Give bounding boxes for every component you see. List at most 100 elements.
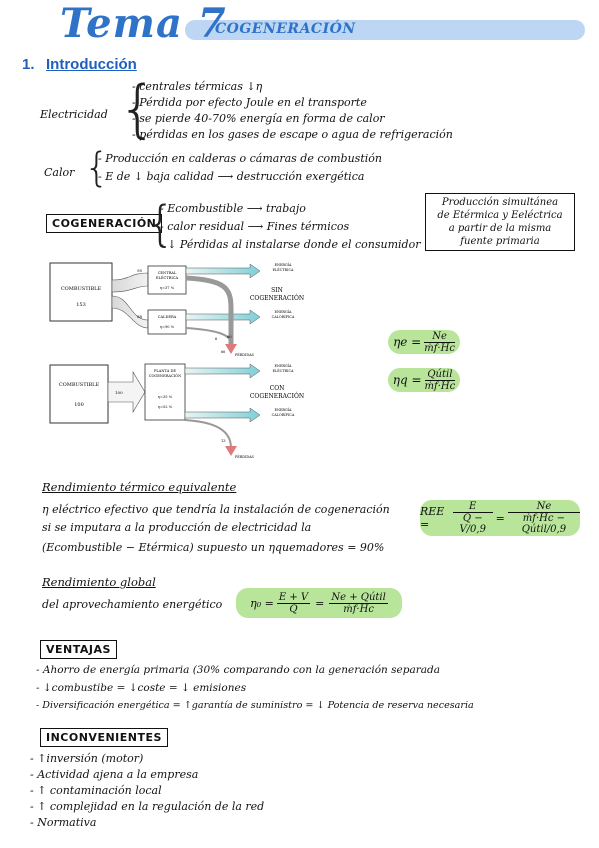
diagram-sin-cogeneracion: COMBUSTIBLE 153 95 58 CENTRAL ELÉCTRICA … <box>49 262 304 357</box>
out-heat: ENERGÍA <box>275 407 293 412</box>
ree-line: (Ecombustible − Etérmica) supuesto un ηq… <box>42 541 385 554</box>
loss-bottom: 6 <box>215 337 218 341</box>
global-heading: Rendimiento global <box>42 575 156 589</box>
inconvenientes-label: INCONVENIENTES <box>40 728 168 747</box>
section-number: 1. <box>22 56 35 73</box>
eq-global-f1-num: E + V <box>276 591 311 604</box>
eq-global-frac1: E + V Q <box>276 591 311 615</box>
title-highlight-bar <box>185 20 585 40</box>
ventajas-item: - Diversificación energética = ↑garantía… <box>36 700 474 711</box>
cogeneracion-item: - Ecombustible ⟶ trabajo <box>160 202 306 215</box>
eq-ree: REE = E Q − V/0,9 = Ne ṁf·Hc − Qútil/0,9 <box>420 500 580 536</box>
fuel-box <box>49 262 113 322</box>
plant-label: PLANTA DE <box>154 369 176 373</box>
eq-ree-equals: = <box>495 511 505 525</box>
eq-nq-frac: Qútil ṁf·Hc <box>424 369 456 392</box>
eq-ne: ηe = Ne ṁf·Hc <box>388 330 460 354</box>
diagram-con-cogeneracion: COMBUSTIBLE 100 100 PLANTA DE COGENERACI… <box>49 363 304 459</box>
out-heat: ENERGÍA <box>275 309 293 314</box>
electricidad-label: Electricidad <box>40 108 108 121</box>
cogeneracion-brace: { <box>145 196 176 252</box>
fuel-box <box>49 364 109 424</box>
ree-line: si se imputara a la producción de electr… <box>42 521 312 534</box>
calor-brace: { <box>84 145 110 191</box>
eq-ree-f2-den: ṁf·Hc − Qútil/0,9 <box>521 513 567 535</box>
calor-item: - Producción en calderas o cámaras de co… <box>98 152 382 165</box>
plant-box <box>144 363 186 421</box>
cogeneracion-label: COGENERACIÓN <box>46 214 163 233</box>
fuel-flow-arrow <box>107 370 146 414</box>
losses-label: PÉRDIDAS <box>235 454 255 459</box>
flow-bottom-value: 58 <box>137 314 143 319</box>
eq-global-f2-den: ṁf·Hc <box>343 603 374 615</box>
eq-global: η₀ = E + V Q = Ne + Qútil ṁf·Hc <box>236 588 402 618</box>
ree-line: η eléctrico efectivo que tendría la inst… <box>42 503 390 516</box>
ventajas-item: - Ahorro de energía primaria (30% compar… <box>36 664 440 676</box>
plant-eff-q: η=52 % <box>158 405 173 409</box>
eq-ree-f1-num: E <box>452 501 493 513</box>
fuel-value: 153 <box>76 302 86 308</box>
out-elec-arrow <box>185 263 261 279</box>
losses-label: PÉRDIDAS <box>235 352 255 357</box>
page-subtitle: COGENERACIÓN <box>215 21 356 37</box>
out-heat-arrow <box>184 407 261 423</box>
eq-ne-den: ṁf·Hc <box>424 342 455 354</box>
cogeneracion-note: Producción simultánea de Etérmica y Eelé… <box>425 193 575 251</box>
out-heat-arrow <box>185 309 261 325</box>
out-elec: ENERGÍA <box>275 262 293 267</box>
ree-heading: Rendimiento térmico equivalente <box>42 480 237 494</box>
eq-global-equals: = <box>315 596 325 610</box>
eq-nq-num: Qútil <box>424 369 456 381</box>
flow-top-value: 95 <box>137 268 143 273</box>
eq-global-frac2: Ne + Qútil ṁf·Hc <box>329 591 388 615</box>
eq-ne-lhs: ηe = <box>393 335 422 349</box>
out-heat: CALORÍFICA <box>272 314 295 319</box>
losses-arrow <box>225 446 237 456</box>
central-eff: η=37 % <box>160 286 175 290</box>
section-title: Introducción <box>46 56 137 73</box>
central-box <box>147 265 187 295</box>
out-heat: CALORÍFICA <box>272 412 295 417</box>
inconvenientes-item: - Normativa <box>30 816 97 829</box>
losses-arrow <box>225 344 237 354</box>
central-label: CENTRAL <box>158 271 177 275</box>
loss-top: 60 <box>227 335 232 339</box>
out-elec: ENERGÍA <box>275 363 293 368</box>
loss-value: 13 <box>221 439 226 443</box>
eq-ne-num: Ne <box>424 331 455 343</box>
out-elec: ELÉCTRICA <box>273 368 295 373</box>
inconvenientes-item: - ↑ complejidad en la regulación de la r… <box>30 800 265 813</box>
flow-top <box>111 272 149 293</box>
eq-nq-lhs: ηq = <box>392 373 422 387</box>
cogeneracion-item: - ↓ Pérdidas al instalarse donde el cons… <box>160 238 421 251</box>
case-label: COGENERACIÓN <box>250 294 304 302</box>
eq-ree-f1-den: Q − V/0,9 <box>459 513 486 535</box>
out-elec: ELÉCTRICA <box>273 267 295 272</box>
caldera-box <box>147 309 187 335</box>
calor-label: Calor <box>44 166 75 179</box>
case-label: CON <box>270 385 285 392</box>
case-label: SIN <box>271 287 283 294</box>
eq-ree-frac1: E Q − V/0,9 <box>452 501 493 535</box>
central-label: ELÉCTRICA <box>156 275 179 280</box>
ventajas-label: VENTAJAS <box>40 640 117 659</box>
fuel-value: 100 <box>74 402 84 408</box>
global-line: del aprovechamiento energético <box>42 598 223 611</box>
eq-global-lhs: η₀ = <box>250 596 274 610</box>
loss-flow <box>184 419 232 449</box>
inconvenientes-item: - Actividad ajena a la empresa <box>30 768 199 781</box>
caldera-eff: η=90 % <box>160 325 175 329</box>
eq-ree-frac2: Ne ṁf·Hc − Qútil/0,9 <box>507 501 580 535</box>
note-line: fuente primaria <box>460 236 540 247</box>
eq-nq: ηq = Qútil ṁf·Hc <box>388 368 460 392</box>
caldera-label: CALDERA <box>158 315 177 319</box>
cogeneracion-item: - calor residual ⟶ Fines térmicos <box>160 220 350 233</box>
flow-value: 100 <box>115 390 123 395</box>
calor-item: - E de ↓ baja calidad ⟶ destrucción exer… <box>98 170 365 183</box>
loss-flow-bottom <box>185 327 232 343</box>
eq-global-f2-num: Ne + Qútil <box>329 591 388 604</box>
plant-eff-e: η=35 % <box>158 395 173 399</box>
note-line: a partir de la misma <box>448 223 552 234</box>
electricidad-item: - se pierde 40-70% energía en forma de c… <box>132 112 385 125</box>
out-elec-arrow <box>184 363 261 379</box>
